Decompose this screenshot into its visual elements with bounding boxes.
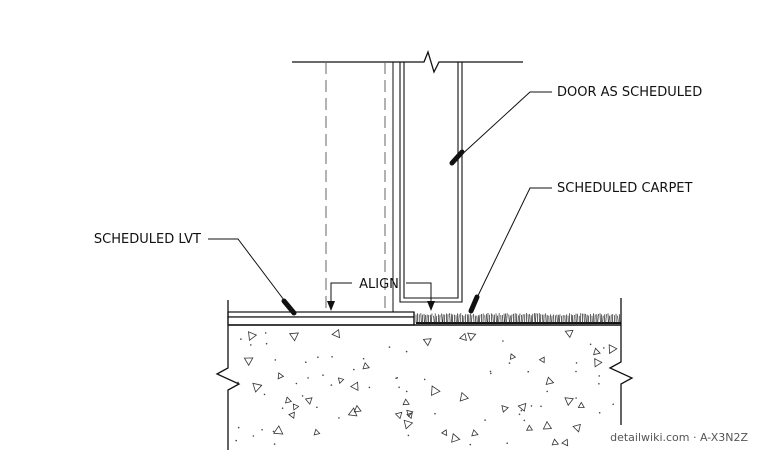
door-label: DOOR AS SCHEDULED [557, 85, 702, 100]
align-bracket [330, 282, 432, 303]
carpet-leader [468, 187, 552, 314]
watermark: detailwiki.com · A-X3N2Z [610, 431, 748, 444]
align-arrows [327, 301, 435, 311]
align-label: ALIGN [359, 277, 399, 292]
concrete-slab [228, 324, 621, 447]
slab-break-left [215, 300, 241, 450]
top-break-line [292, 50, 523, 74]
carpet-label: SCHEDULED CARPET [557, 181, 692, 196]
lvt-label: SCHEDULED LVT [94, 232, 201, 247]
lvt-flooring [227, 311, 415, 326]
frame-hidden-lines [325, 62, 386, 312]
door-leader [449, 91, 552, 166]
slab-break-right [608, 298, 634, 425]
lvt-leader [208, 238, 297, 316]
carpet [415, 312, 621, 324]
door-leaf [399, 62, 463, 303]
